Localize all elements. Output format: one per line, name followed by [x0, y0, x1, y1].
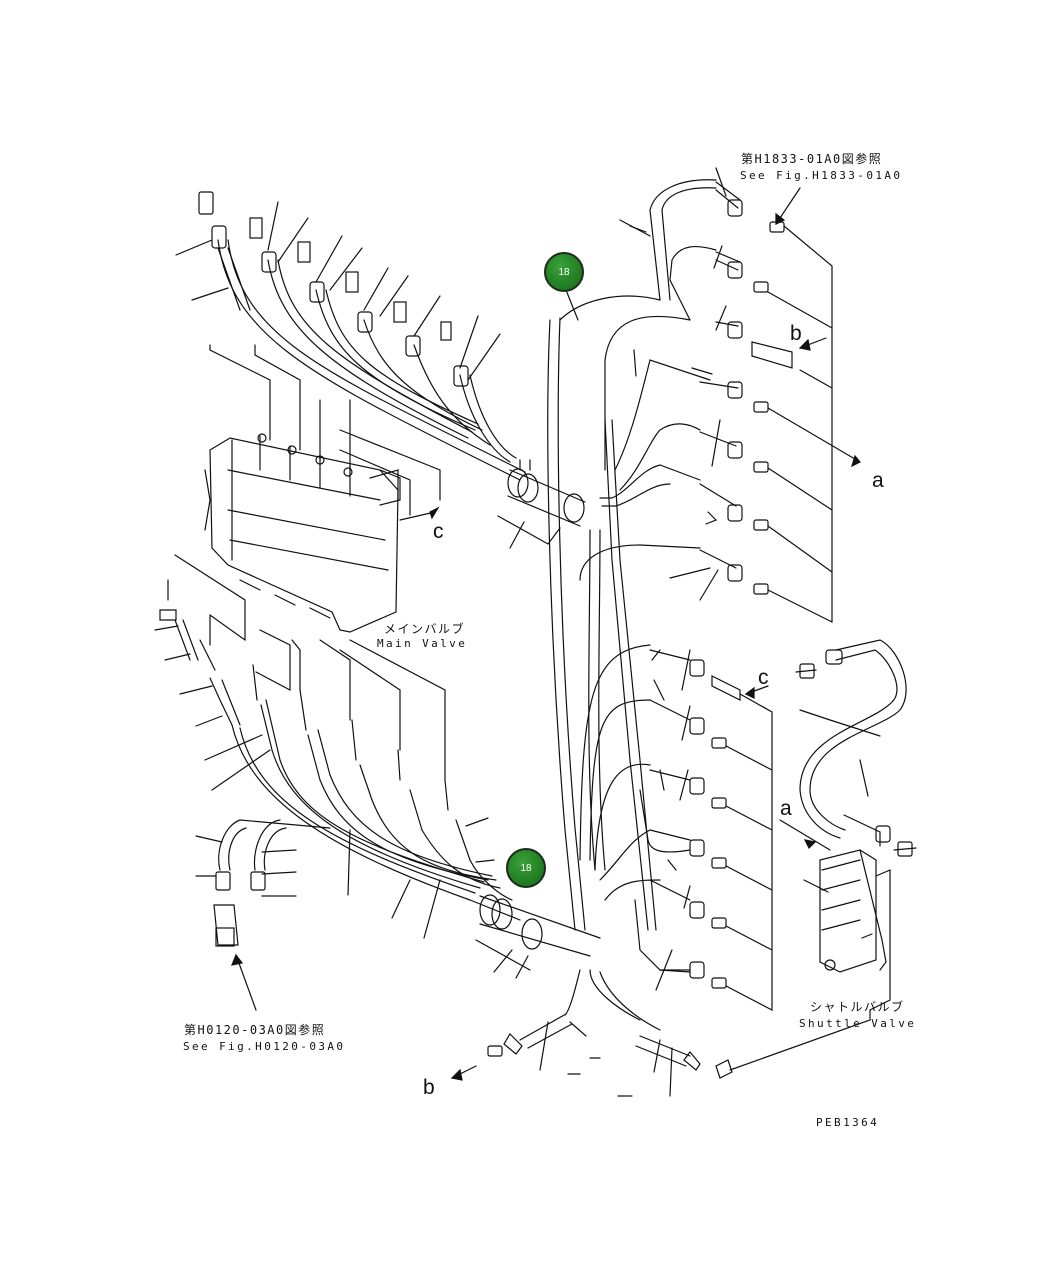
reference-bottom-left-jp: 第H0120-03A0図参照	[184, 1023, 326, 1037]
connection-letter-a-right: a	[872, 469, 884, 492]
main-valve-label-en: Main Valve	[377, 637, 468, 650]
connection-letter-a-shuttle: a	[780, 797, 792, 820]
upper-right-fittings	[619, 167, 861, 623]
connection-letter-b-top: b	[790, 322, 802, 345]
connection-letter-b-bottom: b	[423, 1076, 435, 1099]
main-valve	[204, 344, 441, 633]
shuttle-valve	[715, 639, 917, 1079]
lower-right-fittings	[649, 649, 773, 1011]
upper-hose-bundle	[217, 239, 526, 481]
shuttle-valve-label-jp: シャトルバルブ	[810, 1000, 905, 1014]
callout-18-bottom[interactable]: 18	[506, 848, 546, 888]
callout-18-top[interactable]: 18	[544, 252, 584, 292]
lower-hose-bundle	[154, 554, 521, 939]
upper-fittings	[175, 191, 501, 387]
reference-top-right-en: See Fig.H1833-01A0	[740, 169, 903, 182]
vertical-trunk	[519, 179, 717, 1031]
lower-clamp	[475, 894, 601, 979]
main-valve-label-jp: メインバルブ	[384, 622, 466, 636]
connection-letter-c-right: c	[758, 666, 769, 689]
reference-top-right-jp: 第H1833-01A0図参照	[741, 152, 883, 166]
upper-clamp	[497, 468, 586, 549]
connection-letter-c-valve: c	[433, 520, 444, 543]
bottom-outlet-fittings	[450, 1013, 701, 1097]
shuttle-valve-label-en: Shuttle Valve	[799, 1017, 917, 1030]
lower-left-pump-fittings	[195, 819, 331, 1011]
reference-bottom-left-en: See Fig.H0120-03A0	[183, 1040, 346, 1053]
drawing-code: PEB1364	[816, 1116, 880, 1129]
